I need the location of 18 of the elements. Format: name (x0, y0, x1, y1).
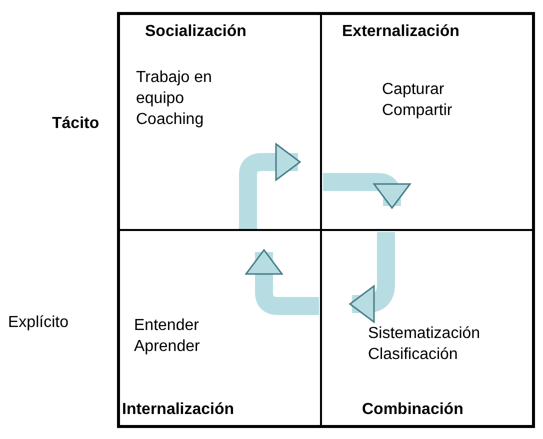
quadrant-panel (117, 229, 322, 428)
quadrant-title: Socialización (145, 23, 246, 41)
quadrant-panel (320, 229, 535, 428)
curved-arrow (323, 173, 411, 209)
axis-label: Explícito (8, 314, 68, 332)
activity-text: Sistematización Clasificación (368, 324, 482, 365)
quadrant-title: Internalización (122, 401, 234, 419)
quadrant-title: Combinación (362, 401, 464, 419)
axis-label: Tácito (52, 115, 100, 133)
quadrant-title: Externalización (342, 23, 460, 41)
activity-text: Trabajo en equipo Coaching (136, 68, 213, 130)
curved-arrow (245, 249, 319, 315)
quadrant-panel (320, 12, 535, 231)
curved-arrow (239, 143, 301, 229)
activity-text: Entender Aprender (134, 316, 201, 357)
activity-text: Capturar Compartir (382, 80, 454, 121)
curved-arrow (349, 232, 395, 323)
quadrant-panel (117, 12, 322, 231)
